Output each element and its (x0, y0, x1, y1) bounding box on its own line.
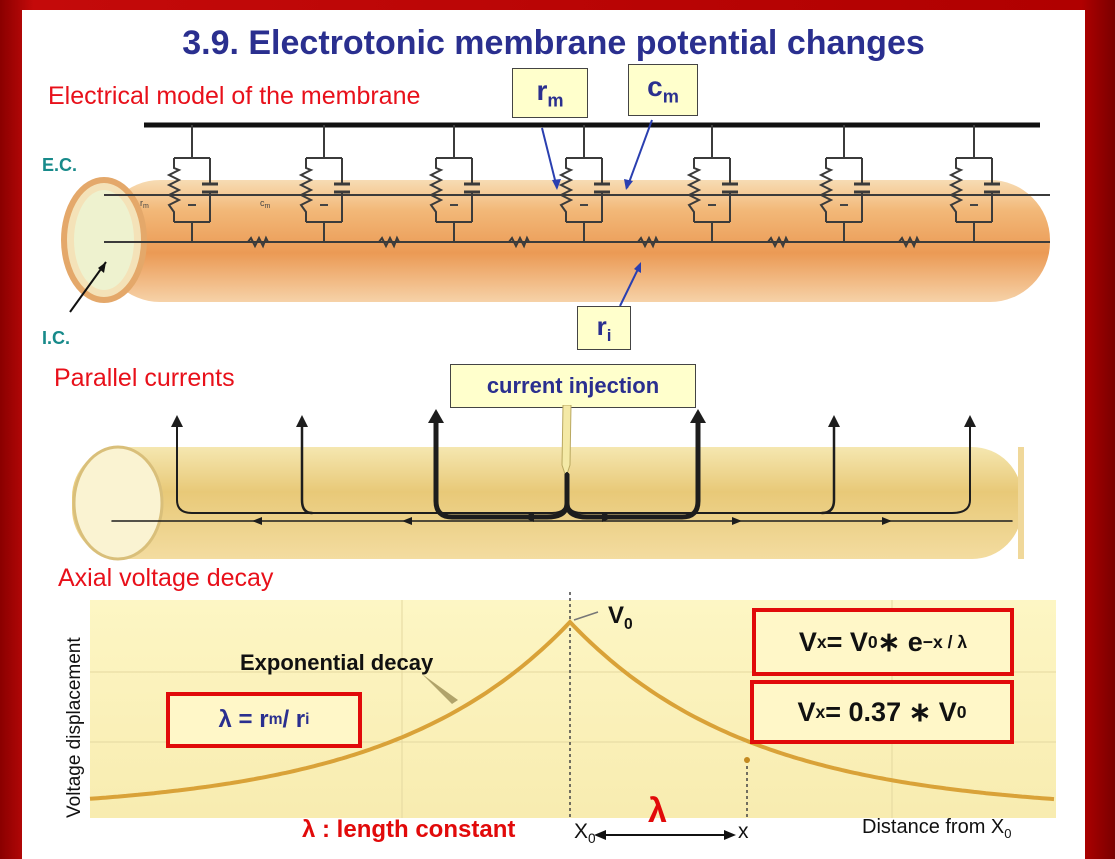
svg-text:cm: cm (260, 198, 271, 210)
exponential-decay-label: Exponential decay (240, 650, 434, 675)
decay-heading: Axial voltage decay (58, 564, 274, 592)
cm-label-box: cm (628, 64, 698, 116)
y-axis-label: Voltage displacement (64, 637, 85, 818)
lambda-symbol: λ (648, 792, 667, 830)
axial-resistor (247, 235, 269, 249)
x-label: x (738, 820, 749, 843)
membrane-circuit-diagram: rm cm (61, 119, 1050, 313)
axial-resistor (898, 235, 920, 249)
svg-text:Voltage displacement: Voltage displacement (64, 637, 85, 818)
injection-electrode (561, 405, 572, 479)
membrane-resistor (948, 158, 964, 222)
slide-title: 3.9. Electrotonic membrane potential cha… (182, 24, 925, 62)
x-point (744, 757, 750, 763)
lambda-caption: λ : length constant (302, 816, 516, 843)
x-axis-label: Distance from X0 (862, 816, 1012, 841)
svg-text:rm: rm (140, 198, 149, 210)
membrane-resistor (298, 158, 314, 222)
intracellular-label: I.C. (42, 328, 71, 348)
extracellular-label: E.C. (42, 155, 78, 175)
v0-peak-label: V0 (608, 602, 633, 633)
membrane-resistor (818, 158, 834, 222)
axial-resistor (508, 235, 530, 249)
membrane-resistor (166, 158, 182, 222)
label-pointer (422, 674, 458, 704)
membrane-resistor (558, 158, 574, 222)
model-heading: Electrical model of the membrane (48, 82, 421, 110)
parallel-currents-diagram (72, 405, 1024, 561)
axial-resistor (767, 235, 789, 249)
axial-resistor (637, 235, 659, 249)
axon-cylinder-2 (72, 447, 1022, 559)
exponential-decay-curve (89, 619, 1055, 802)
membrane-resistor (686, 158, 702, 222)
current-injection-box: current injection (450, 364, 696, 408)
x0-label: X0 (574, 820, 596, 847)
slide: 3.9. Electrotonic membrane potential cha… (22, 10, 1085, 859)
currents-heading: Parallel currents (54, 364, 235, 392)
axial-resistor (378, 235, 400, 249)
rm-label-box: rm (512, 68, 588, 118)
membrane-resistor (428, 158, 444, 222)
ri-label-box: ri (577, 306, 631, 350)
